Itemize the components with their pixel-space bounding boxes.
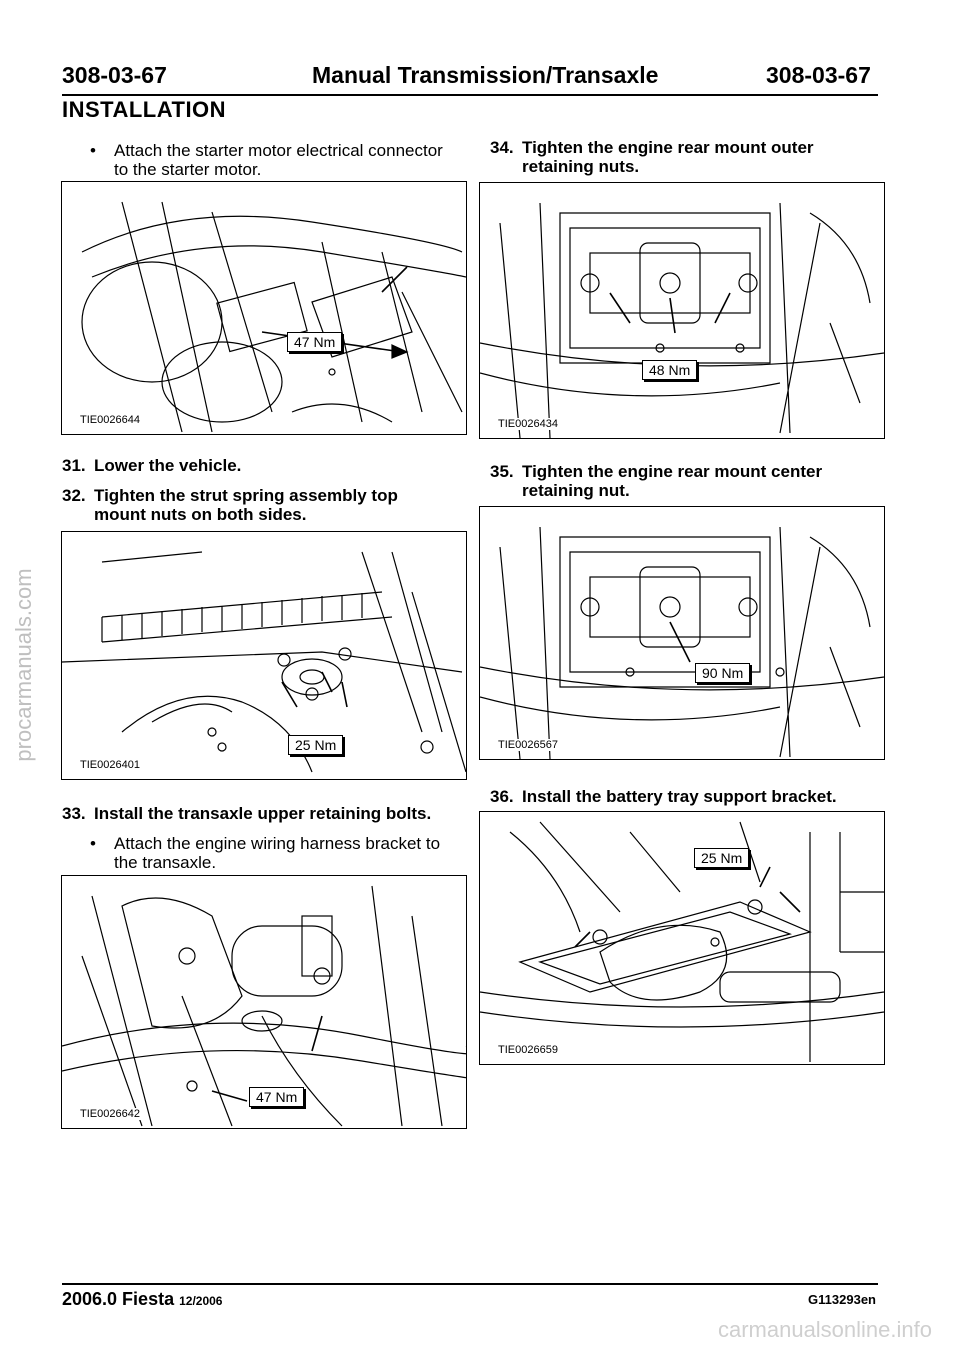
step-34: 34. Tighten the engine rear mount outer … bbox=[490, 138, 814, 176]
figure-rear-mount-center: 90 Nm TIE0026567 bbox=[479, 506, 885, 760]
figure-id: TIE0026642 bbox=[78, 1108, 142, 1120]
page-code-left: 308-03-67 bbox=[62, 62, 167, 88]
figure-transaxle-bolts: 47 Nm TIE0026642 bbox=[61, 875, 467, 1129]
starter-motor-illustration bbox=[81, 201, 466, 433]
figure-id: TIE0026659 bbox=[496, 1044, 560, 1056]
section-title: INSTALLATION bbox=[62, 97, 227, 122]
footer-date: 12/2006 bbox=[179, 1294, 223, 1308]
figure-rear-mount-outer: 48 Nm TIE0026434 bbox=[479, 182, 885, 439]
transaxle-bolts-illustration bbox=[62, 885, 466, 1127]
step-32: 32. Tighten the strut spring assembly to… bbox=[62, 486, 398, 524]
bullet-dot: • bbox=[90, 141, 96, 160]
torque-label-25nm: 25 Nm bbox=[288, 735, 344, 755]
torque-label-25nm: 25 Nm bbox=[694, 848, 750, 868]
rear-mount-center-illustration bbox=[480, 526, 884, 759]
figure-id: TIE0026401 bbox=[78, 759, 142, 771]
bottom-watermark: carmanualsonline.info bbox=[717, 1317, 932, 1342]
side-watermark: procarmanuals.com bbox=[11, 568, 36, 762]
torque-label-47nm: 47 Nm bbox=[287, 332, 343, 352]
bullet-dot: • bbox=[90, 834, 96, 853]
torque-label-90nm: 90 Nm bbox=[695, 663, 751, 683]
figure-id: TIE0026644 bbox=[78, 414, 142, 426]
header-rule bbox=[62, 94, 878, 96]
figure-strut-mount: 25 Nm TIE0026401 bbox=[61, 531, 467, 780]
figure-id: TIE0026567 bbox=[496, 739, 560, 751]
step-33: 33. Install the transaxle upper retainin… bbox=[62, 804, 432, 823]
figure-battery-tray-bracket: 25 Nm TIE0026659 bbox=[479, 811, 885, 1065]
figure-starter-motor: 47 Nm TIE0026644 bbox=[61, 181, 467, 435]
figure-id: TIE0026434 bbox=[496, 418, 560, 430]
strut-mount-illustration bbox=[62, 551, 466, 773]
bullet-harness-bracket: • Attach the engine wiring harness brack… bbox=[90, 834, 441, 872]
footer-model: 2006.0 Fiesta 12/2006 bbox=[62, 1289, 223, 1309]
footer-rule bbox=[62, 1283, 878, 1285]
rear-mount-outer-illustration bbox=[480, 202, 884, 438]
torque-label-47nm: 47 Nm bbox=[249, 1087, 305, 1107]
battery-tray-illustration bbox=[480, 821, 884, 1062]
step-35: 35. Tighten the engine rear mount center… bbox=[490, 462, 823, 500]
page-title: Manual Transmission/Transaxle bbox=[312, 62, 659, 88]
bullet-starter-connector: • Attach the starter motor electrical co… bbox=[90, 141, 443, 179]
step-36: 36. Install the battery tray support bra… bbox=[490, 787, 837, 806]
page-code-right: 308-03-67 bbox=[766, 62, 871, 88]
torque-label-48nm: 48 Nm bbox=[642, 360, 698, 380]
step-31: 31. Lower the vehicle. bbox=[62, 456, 242, 475]
footer-doc-code: G113293en bbox=[808, 1292, 876, 1307]
